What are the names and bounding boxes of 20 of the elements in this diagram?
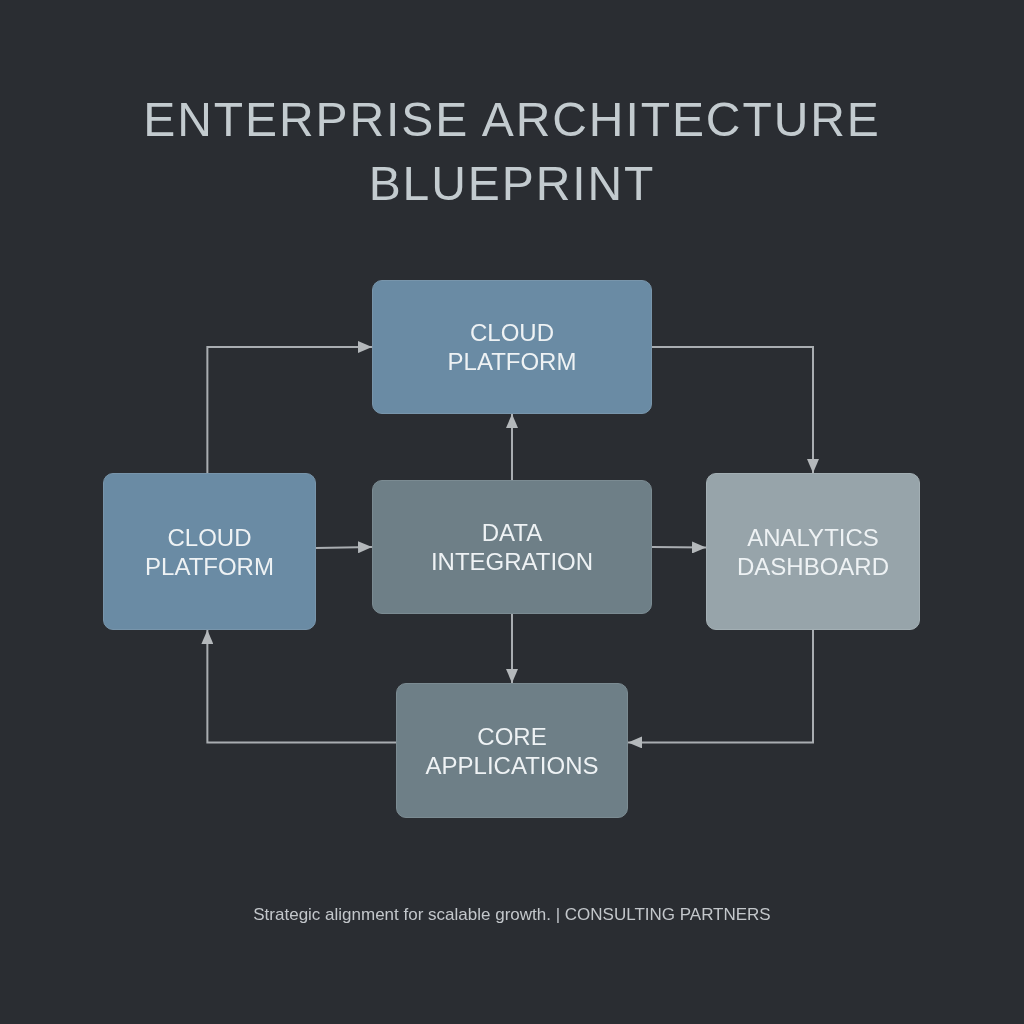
arrow xyxy=(627,629,814,749)
arrow xyxy=(201,629,397,744)
process-box xyxy=(103,473,316,630)
arrow xyxy=(315,541,373,554)
arrow xyxy=(651,541,707,554)
node-label: DATA INTEGRATION xyxy=(429,518,595,576)
node-label: CORE APPLICATIONS xyxy=(424,721,600,780)
node-label: ANALYTICS DASHBOARD xyxy=(736,522,890,581)
process-box xyxy=(372,480,652,614)
process-box xyxy=(706,473,920,630)
arrow xyxy=(651,346,819,474)
diagram-title: ENTERPRISE ARCHITECTURE BLUEPRINT xyxy=(142,92,882,212)
arrow xyxy=(506,613,518,684)
node-label: CLOUD PLATFORM xyxy=(144,522,275,581)
process-box xyxy=(396,683,628,818)
caption: Strategic alignment for scalable growth. | CONSULTING PARTNERS xyxy=(253,904,771,926)
node-label: CLOUD PLATFORM xyxy=(446,318,578,376)
arrow xyxy=(206,341,373,474)
arrow xyxy=(506,413,518,481)
process-box xyxy=(372,280,652,414)
